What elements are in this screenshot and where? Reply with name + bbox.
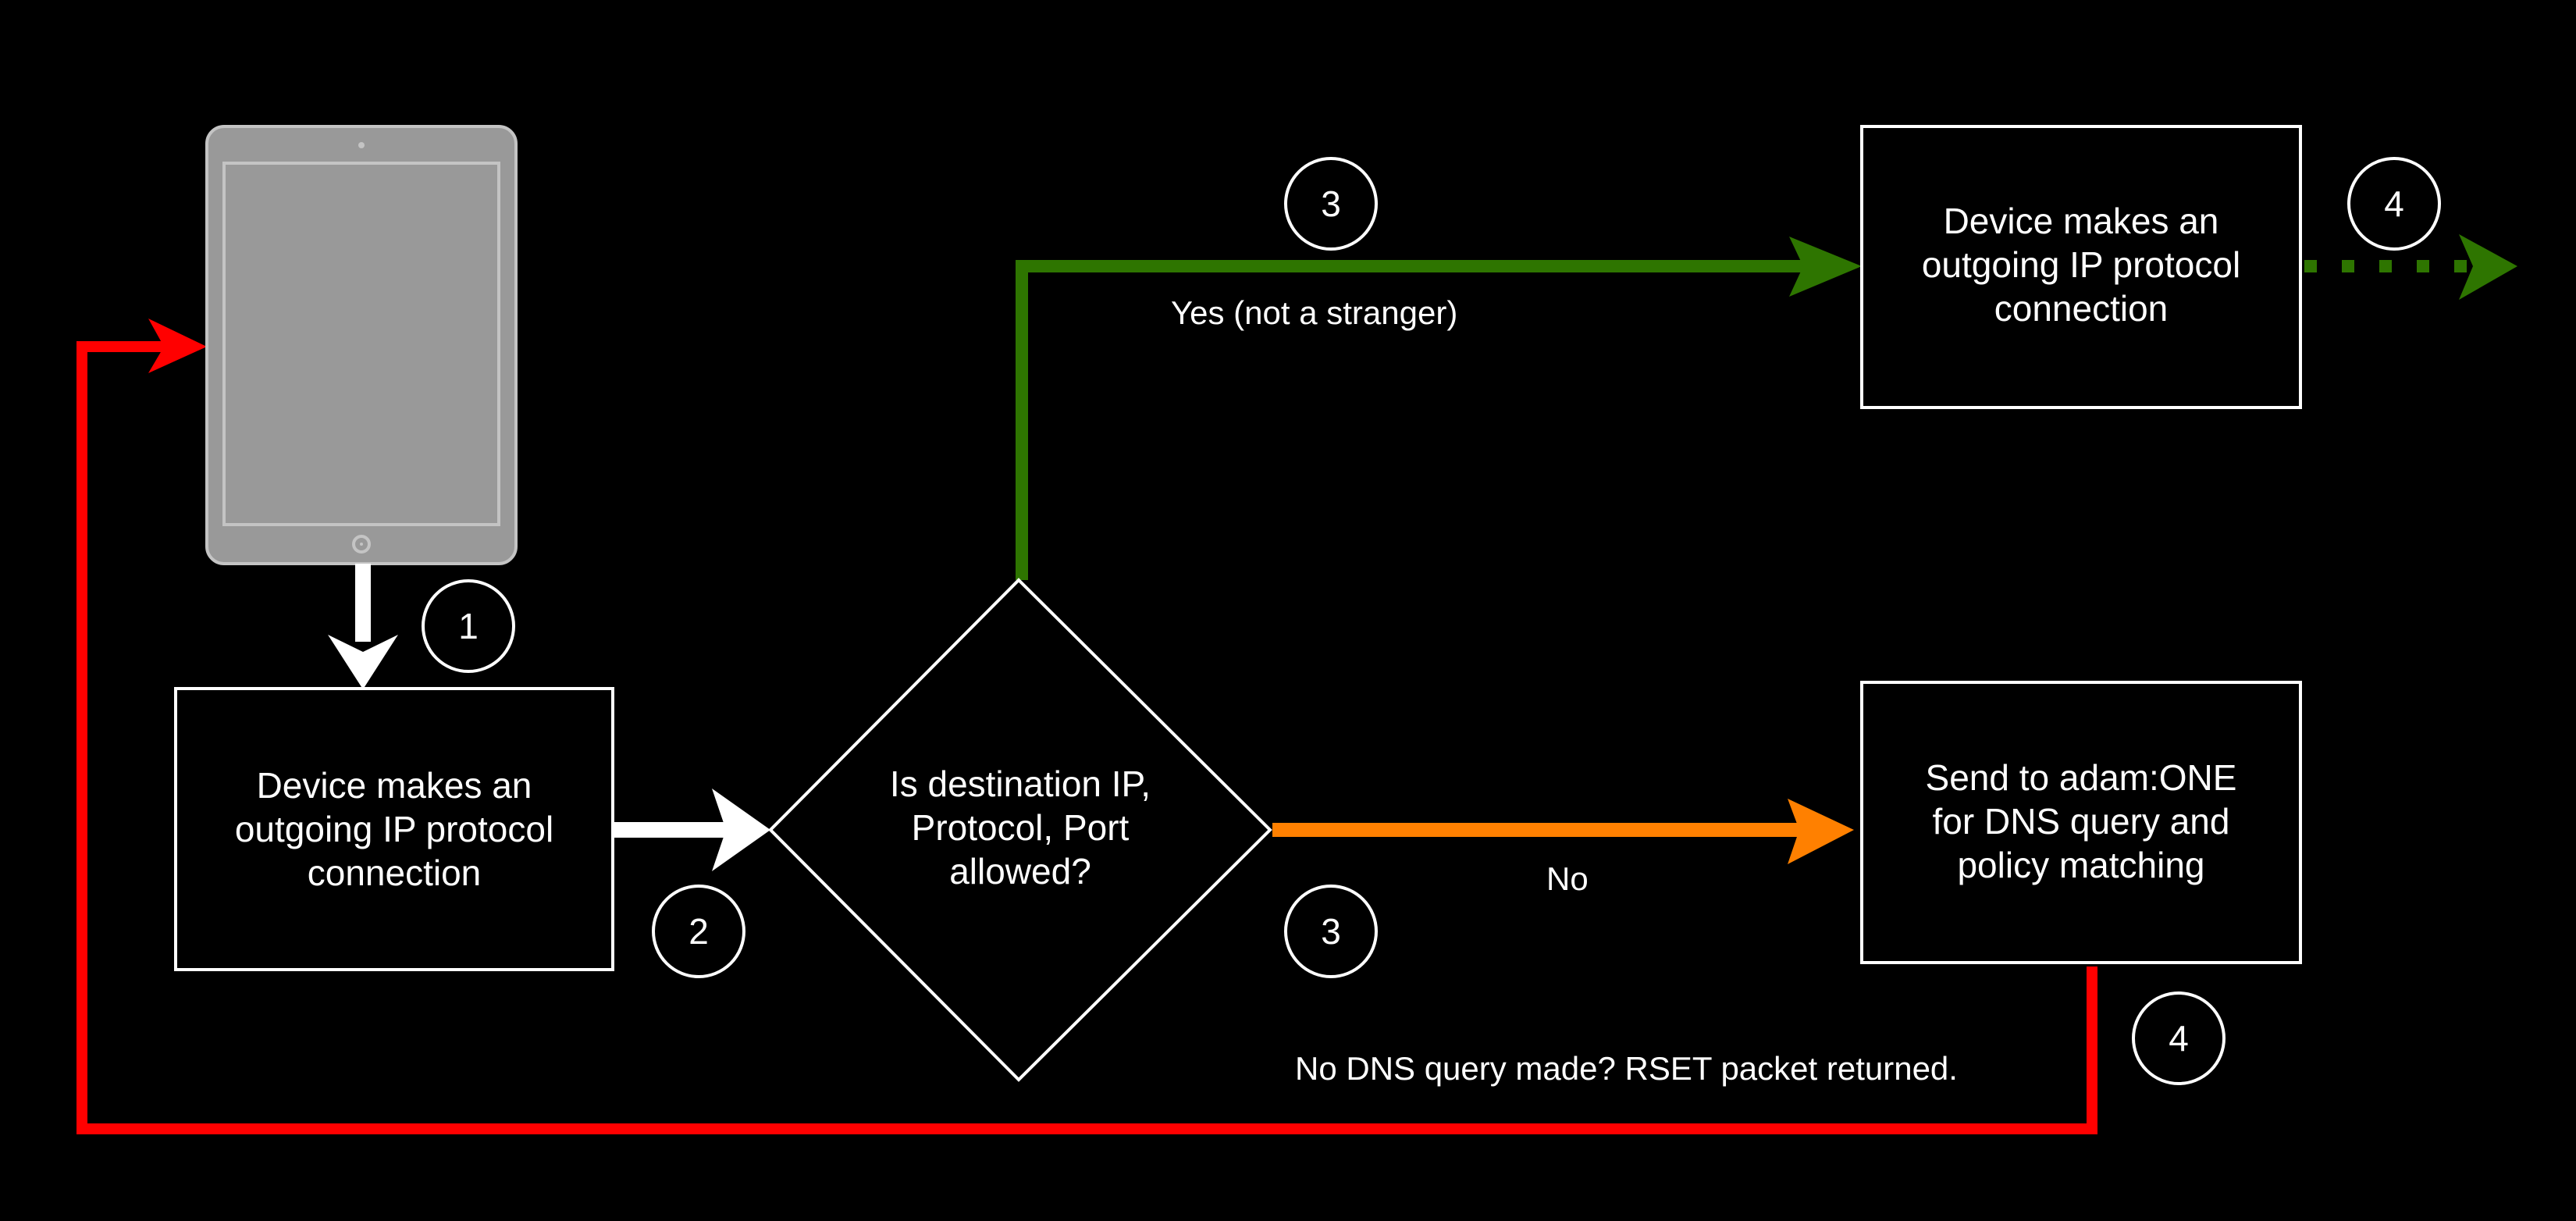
start-node: Device makes an outgoing IP protocol con… [174, 687, 614, 971]
allowed-node-line-2: outgoing IP protocol [1922, 244, 2240, 285]
reset-arrowhead [148, 319, 207, 373]
svg-text:2: 2 [688, 911, 709, 952]
reset-edge-line [76, 341, 2097, 1134]
dns-node-line-1: Send to adam:ONE [1926, 757, 2237, 798]
reset-label: No DNS query made? RSET packet returned. [1295, 1050, 1958, 1087]
step-badge-4-yes: 4 [2347, 157, 2441, 251]
allowed-node-line-1: Device makes an [1944, 201, 2219, 241]
camera-icon [358, 142, 365, 148]
allowed-node: Device makes an outgoing IP protocol con… [1860, 125, 2302, 409]
tablet-icon [205, 125, 518, 565]
dns-node-line-3: policy matching [1957, 845, 2204, 885]
continue-arrowhead [2459, 234, 2517, 300]
reset-edge [76, 319, 2097, 1134]
yes-label: Yes (not a stranger) [1171, 294, 1457, 331]
svg-text:1: 1 [458, 606, 479, 646]
step-badge-3-yes: 3 [1284, 157, 1378, 251]
start-node-line-2: outgoing IP protocol [235, 809, 553, 849]
decision-line-1: Is destination IP, [890, 764, 1151, 804]
start-node-line-3: connection [308, 853, 482, 893]
decision-node: Is destination IP, Protocol, Port allowe… [768, 578, 1272, 1082]
home-button-icon [352, 535, 371, 554]
svg-text:4: 4 [2169, 1018, 2189, 1059]
edge-start-to-decision [613, 788, 770, 871]
no-label: No [1546, 860, 1589, 897]
edge-device-to-start [328, 564, 398, 689]
arrowhead [712, 788, 770, 871]
step-badge-4-no: 4 [2132, 991, 2226, 1085]
step-badge-1: 1 [422, 579, 515, 673]
yes-edge [1016, 237, 1862, 580]
step-badge-3-no: 3 [1284, 885, 1378, 978]
dns-node: Send to adam:ONE for DNS query and polic… [1860, 681, 2302, 964]
no-edge [1272, 799, 1854, 864]
svg-text:4: 4 [2384, 183, 2404, 224]
dns-node-line-2: for DNS query and [1933, 801, 2230, 842]
no-arrowhead [1788, 799, 1854, 864]
step-badge-2: 2 [652, 885, 745, 978]
svg-text:3: 3 [1321, 183, 1341, 224]
continue-edge [2304, 234, 2517, 300]
arrowhead [328, 635, 398, 689]
yes-arrowhead [1789, 237, 1862, 297]
decision-line-2: Protocol, Port [912, 807, 1130, 848]
svg-text:3: 3 [1321, 911, 1341, 952]
start-node-line-1: Device makes an [257, 765, 532, 806]
decision-line-3: allowed? [949, 851, 1091, 892]
allowed-node-line-3: connection [1994, 288, 2169, 329]
